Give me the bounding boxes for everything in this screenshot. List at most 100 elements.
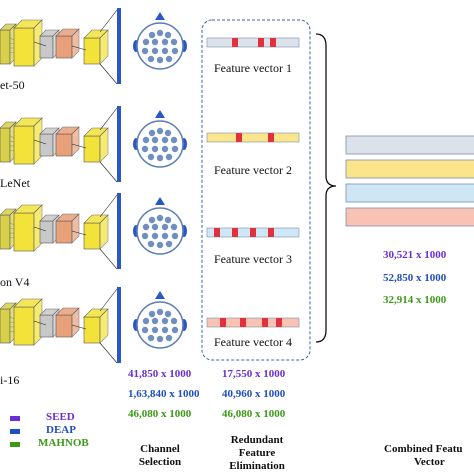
electrode-dot bbox=[171, 232, 179, 240]
electrode-dot bbox=[148, 310, 156, 318]
cnn-conv-block-front bbox=[13, 306, 35, 346]
legend-swatch-seed bbox=[10, 416, 20, 421]
cnn-input-slice-front bbox=[0, 308, 11, 344]
combined-vector-segment-3 bbox=[345, 183, 474, 203]
feature-vector-1 bbox=[206, 37, 300, 48]
output-divider bbox=[117, 193, 121, 269]
electrode-dot bbox=[170, 317, 178, 325]
legend-swatch-deap bbox=[10, 429, 20, 434]
electrode-dot bbox=[147, 153, 155, 161]
nose-marker bbox=[155, 110, 165, 118]
electrode-dot bbox=[142, 136, 150, 144]
legend-label-seed: SEED bbox=[46, 411, 75, 423]
cnn-layer bbox=[0, 8, 121, 364]
cnn-input-slice-front bbox=[0, 214, 11, 250]
cnn-block-4 bbox=[0, 287, 121, 364]
electrode-dot bbox=[171, 145, 179, 153]
redundant-seed-value: 17,550 x 1000 bbox=[222, 368, 286, 380]
combined-seed-value: 30,521 x 1000 bbox=[383, 249, 447, 261]
redundant-mahnob-value: 46,080 x 1000 bbox=[222, 408, 286, 420]
electrode-dot bbox=[142, 223, 150, 231]
legend-label-deap: DEAP bbox=[46, 424, 76, 436]
eeg-head-1 bbox=[133, 12, 187, 70]
electrode-dot bbox=[156, 308, 164, 316]
nose-marker bbox=[155, 291, 165, 299]
cnn-conv-block-front bbox=[13, 212, 35, 252]
channel-deap-value: 1,63,840 x 1000 bbox=[128, 388, 200, 400]
legend-swatch-mahnob bbox=[10, 442, 20, 447]
combined-vector-layer bbox=[345, 135, 474, 227]
combined-vector-segment-4 bbox=[345, 207, 474, 227]
output-divider bbox=[117, 106, 121, 182]
feature-vector-label-2: Feature vector 2 bbox=[214, 163, 292, 177]
feature-marker bbox=[240, 318, 246, 327]
cnn-connector bbox=[33, 139, 47, 145]
redundant-elimination-frame bbox=[201, 19, 311, 361]
combined-mahnob-value: 32,914 x 1000 bbox=[383, 294, 447, 306]
feature-vector-3 bbox=[206, 227, 300, 238]
cnn-pool-block-side bbox=[71, 28, 80, 59]
cnn-pool-block-front bbox=[55, 35, 73, 59]
electrode-dot bbox=[147, 334, 155, 342]
cnn-connector bbox=[71, 45, 87, 51]
electrode-dot bbox=[156, 56, 164, 64]
electrode-dot bbox=[165, 240, 173, 248]
cnn-pool-block-side bbox=[71, 213, 80, 244]
cnn-fan-line bbox=[99, 63, 118, 85]
cnn-conv-block-front bbox=[13, 27, 35, 67]
cnn-dense-block-side bbox=[99, 127, 109, 163]
cnn-pool-block-side bbox=[71, 307, 80, 338]
electrode-dot bbox=[170, 136, 178, 144]
cnn-pool-block-front bbox=[55, 220, 73, 244]
network-label-3: on V4 bbox=[0, 275, 30, 289]
feature-vector-label-1: Feature vector 1 bbox=[214, 61, 292, 75]
feature-marker bbox=[250, 228, 256, 237]
cnn-fan-line bbox=[99, 9, 118, 33]
feature-marker bbox=[258, 38, 264, 47]
cnn-block-2 bbox=[0, 106, 121, 183]
cnn-dense-block-front bbox=[83, 37, 101, 65]
cnn-block-3 bbox=[0, 193, 121, 270]
cnn-connector bbox=[33, 226, 47, 232]
cnn-fan-line bbox=[99, 342, 118, 364]
electrode-dot bbox=[161, 317, 169, 325]
combined-vector-caption: Combined Featu Vector bbox=[384, 443, 474, 469]
electrode-dot bbox=[142, 317, 150, 325]
combined-vector-segment-1 bbox=[345, 135, 474, 155]
electrode-dot bbox=[156, 127, 164, 135]
electrode-dot bbox=[170, 223, 178, 231]
electrode-dot bbox=[165, 153, 173, 161]
electrode-dot bbox=[156, 29, 164, 37]
electrode-dot bbox=[164, 310, 172, 318]
feature-marker bbox=[214, 228, 220, 237]
feature-marker bbox=[236, 133, 242, 142]
nose-marker bbox=[155, 197, 165, 205]
electrode-dot bbox=[151, 145, 159, 153]
cnn-fan-line bbox=[99, 288, 118, 312]
electrode-dot bbox=[148, 216, 156, 224]
feature-vector-label-4: Feature vector 4 bbox=[214, 335, 292, 349]
cnn-conv-block-front bbox=[13, 125, 35, 165]
electrode-dot bbox=[141, 47, 149, 55]
output-divider bbox=[117, 8, 121, 84]
electrode-dot bbox=[156, 241, 164, 249]
cnn-fan-line bbox=[99, 248, 118, 270]
electrode-dot bbox=[164, 31, 172, 39]
electrode-dot bbox=[151, 326, 159, 334]
feature-vector-bar bbox=[206, 132, 300, 143]
network-label-1: et-50 bbox=[0, 78, 25, 92]
cnn-pool-block-front bbox=[55, 133, 73, 157]
electrode-dot bbox=[161, 136, 169, 144]
cnn-input-slice-front bbox=[0, 29, 11, 65]
feature-marker bbox=[232, 228, 238, 237]
electrode-dot bbox=[156, 214, 164, 222]
electrode-dot bbox=[151, 136, 159, 144]
caption-line: Selection bbox=[138, 456, 182, 468]
electrode-dot bbox=[151, 38, 159, 46]
caption-line: Combined Featu bbox=[384, 443, 463, 455]
feature-marker bbox=[262, 318, 268, 327]
combined-deap-value: 52,850 x 1000 bbox=[383, 272, 447, 284]
feature-marker bbox=[270, 38, 276, 47]
electrode-dot bbox=[148, 31, 156, 39]
